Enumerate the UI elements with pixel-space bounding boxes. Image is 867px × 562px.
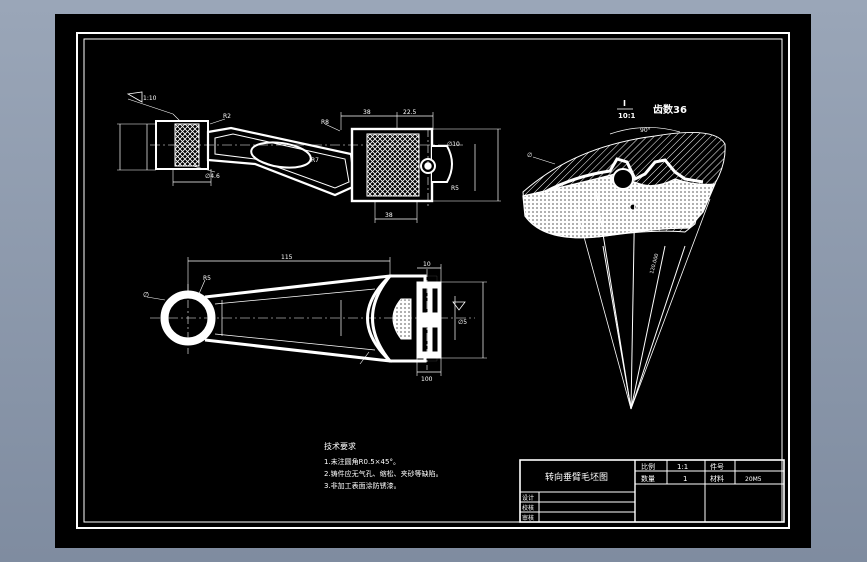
tb-design: 设计 bbox=[522, 494, 534, 502]
title-block bbox=[519, 459, 785, 523]
tb-value-qty: 1 bbox=[683, 475, 687, 483]
tb-value-scale: 1:1 bbox=[677, 463, 688, 471]
tooth-count: 齿数36 bbox=[653, 103, 687, 116]
dim-diam: ∅ bbox=[143, 291, 149, 299]
dim-115: 115 bbox=[281, 254, 293, 261]
tb-label-material: 材料 bbox=[710, 474, 724, 483]
outer-frame bbox=[76, 32, 790, 529]
dim-120: 120.000 bbox=[649, 253, 660, 275]
dim-d5: ∅5 bbox=[458, 319, 467, 326]
dim-38a: 38 bbox=[363, 109, 371, 116]
technical-notes: 技术要求 1.未注圆角R0.5×45°。 2.铸件应无气孔、缩松、夹砂等缺陷。 … bbox=[324, 441, 443, 490]
note-3: 3.非加工表面涂防锈漆。 bbox=[324, 481, 401, 490]
tb-value-material: 20M5 bbox=[745, 476, 762, 483]
dim-38b: 38 bbox=[385, 212, 393, 219]
inner-frame bbox=[83, 38, 783, 523]
tb-review: 审核 bbox=[522, 514, 534, 522]
dim-100: 100 bbox=[421, 376, 433, 383]
top-view-labels: 1:10 R2 R8 38 22.5 ∅10 R5 R7 ∅4.6 38 bbox=[143, 95, 460, 219]
note-2: 2.铸件应无气孔、缩松、夹砂等缺陷。 bbox=[324, 469, 443, 478]
dim-d4-6: ∅4.6 bbox=[205, 173, 220, 180]
tb-check: 校核 bbox=[522, 504, 534, 512]
dim-r5: R5 bbox=[451, 185, 459, 192]
section-view bbox=[522, 127, 726, 410]
dim-r8: R8 bbox=[321, 119, 329, 126]
drawing-sheet: 1:10 R2 R8 38 22.5 ∅10 R5 R7 ∅4.6 38 bbox=[55, 14, 811, 548]
dim-r5b: R5 bbox=[203, 275, 211, 282]
bottom-view bbox=[146, 257, 487, 376]
dim-r7: R7 bbox=[311, 157, 319, 164]
tb-label-scale: 比例 bbox=[641, 462, 655, 471]
dim-r2: R2 bbox=[223, 113, 231, 120]
section-view-labels: I 10:1 齿数36 90° ∅ 120.000 bbox=[527, 99, 687, 275]
dim-diam-c: ∅ bbox=[527, 152, 532, 159]
dim-90deg: 90° bbox=[640, 127, 651, 134]
note-1: 1.未注圆角R0.5×45°。 bbox=[324, 457, 400, 466]
dim-d10: ∅10 bbox=[447, 141, 460, 148]
drawing-name: 转向垂臂毛坯图 bbox=[545, 471, 608, 483]
bottom-view-labels: 115 R5 ∅ 10 100 ∅5 bbox=[143, 254, 467, 383]
section-scale: 10:1 bbox=[618, 112, 636, 120]
tb-label-part: 件号 bbox=[710, 462, 724, 471]
tb-label-qty: 数量 bbox=[641, 474, 655, 483]
top-view bbox=[117, 91, 501, 223]
dim-22-5: 22.5 bbox=[403, 109, 417, 116]
dim-taper: 1:10 bbox=[143, 95, 157, 102]
dim-10a: 10 bbox=[423, 261, 431, 268]
engineering-drawing: 1:10 R2 R8 38 22.5 ∅10 R5 R7 ∅4.6 38 bbox=[76, 32, 790, 529]
notes-heading: 技术要求 bbox=[324, 441, 356, 451]
section-label: I bbox=[623, 99, 626, 108]
title-block-text: 转向垂臂毛坯图 比例 1:1 件号 数量 1 材料 20M5 设计 校核 审核 bbox=[522, 462, 762, 522]
